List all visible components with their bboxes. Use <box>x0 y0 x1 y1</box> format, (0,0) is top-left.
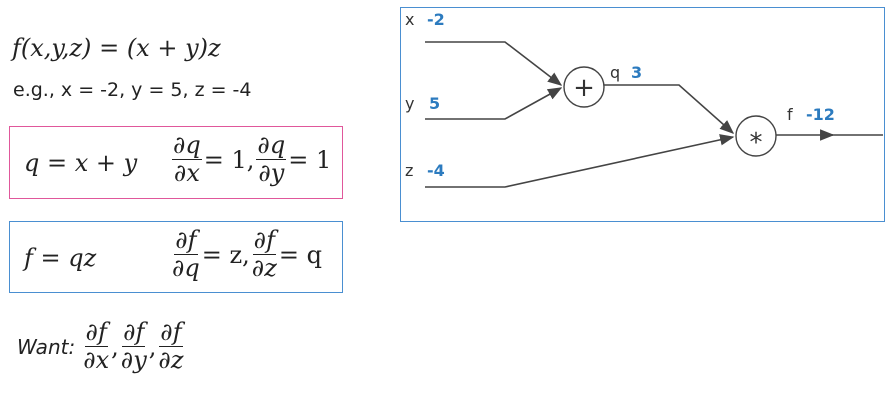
dq-dy-fraction: ∂q ∂y <box>256 131 287 188</box>
f-equation-box: f = qz ∂f ∂q = z, ∂f ∂z = q <box>9 221 343 293</box>
add-output-value: 3 <box>631 63 642 82</box>
fraction-numerator: ∂f <box>159 318 183 348</box>
q-equation-box: q = x + y ∂q ∂x = 1, ∂q ∂y = 1 <box>9 126 343 199</box>
fraction-denominator: ∂y <box>120 346 147 375</box>
fraction-numerator: ∂f <box>84 318 108 348</box>
fraction-numerator: ∂f <box>174 226 198 256</box>
fraction-denominator: ∂z <box>158 346 184 375</box>
add-node <box>563 66 605 108</box>
q-equation: q = x + y <box>24 149 138 177</box>
df-dq-value: = z, <box>201 240 250 269</box>
input-z-label: z <box>405 161 413 180</box>
function-lhs: f(x,y,z) <box>12 34 92 62</box>
input-z-value: -4 <box>427 161 445 180</box>
dq-dx-fraction: ∂q ∂x <box>172 131 202 188</box>
q-derivatives: ∂q ∂x = 1, ∂q ∂y = 1 <box>170 131 332 188</box>
df-dy-fraction: ∂f ∂y <box>120 318 147 375</box>
fraction-numerator: ∂q <box>172 131 202 161</box>
comma: , <box>111 332 119 361</box>
input-x-value: -2 <box>427 10 445 29</box>
fraction-denominator: ∂x <box>173 159 200 188</box>
example-values: e.g., x = -2, y = 5, z = -4 <box>13 79 252 101</box>
want-gradients: Want: ∂f ∂x , ∂f ∂y , ∂f ∂z <box>17 318 185 375</box>
comma: , <box>148 332 157 361</box>
add-operator: + <box>573 73 595 103</box>
edge-z-to-mul <box>425 134 735 188</box>
input-y-value: 5 <box>429 94 440 113</box>
edge-add-to-mul <box>604 84 735 134</box>
fraction-numerator: ∂q <box>256 131 287 161</box>
computational-graph-box: x -2 y 5 z -4 + q 3 * f -12 <box>400 7 885 222</box>
mul-output-label: f <box>787 105 793 124</box>
df-dx-fraction: ∂f ∂x <box>83 318 110 375</box>
fraction-denominator: ∂y <box>258 159 285 188</box>
fraction-numerator: ∂f <box>252 226 276 256</box>
fraction-denominator: ∂z <box>251 254 277 283</box>
df-dz-value: = q <box>278 240 322 269</box>
add-output-label: q <box>610 63 620 82</box>
multiply-node <box>735 115 777 157</box>
computational-graph: x -2 y 5 z -4 + q 3 * f -12 <box>405 10 883 188</box>
function-definition: f(x,y,z) = (x + y)z <box>12 34 221 62</box>
mul-output-value: -12 <box>806 105 835 124</box>
function-rhs: (x + y)z <box>126 34 221 62</box>
input-x-label: x <box>405 10 414 29</box>
fraction-denominator: ∂q <box>172 254 200 283</box>
dq-dy-value: = 1 <box>288 145 332 174</box>
fraction-denominator: ∂x <box>83 346 110 375</box>
multiply-operator: * <box>750 128 763 158</box>
edge-x-to-add <box>425 41 563 86</box>
function-equals: = <box>99 34 120 62</box>
f-derivatives: ∂f ∂q = z, ∂f ∂z = q <box>170 226 322 283</box>
edge-y-to-add <box>425 87 563 120</box>
df-dz-fraction: ∂f ∂z <box>158 318 184 375</box>
df-dz-fraction: ∂f ∂z <box>251 226 277 283</box>
f-equation: f = qz <box>24 244 97 272</box>
want-label: Want: <box>17 334 76 359</box>
input-y-label: y <box>405 94 414 113</box>
df-dq-fraction: ∂f ∂q <box>172 226 200 283</box>
fraction-numerator: ∂f <box>122 318 146 348</box>
dq-dx-value: = 1, <box>203 145 255 174</box>
